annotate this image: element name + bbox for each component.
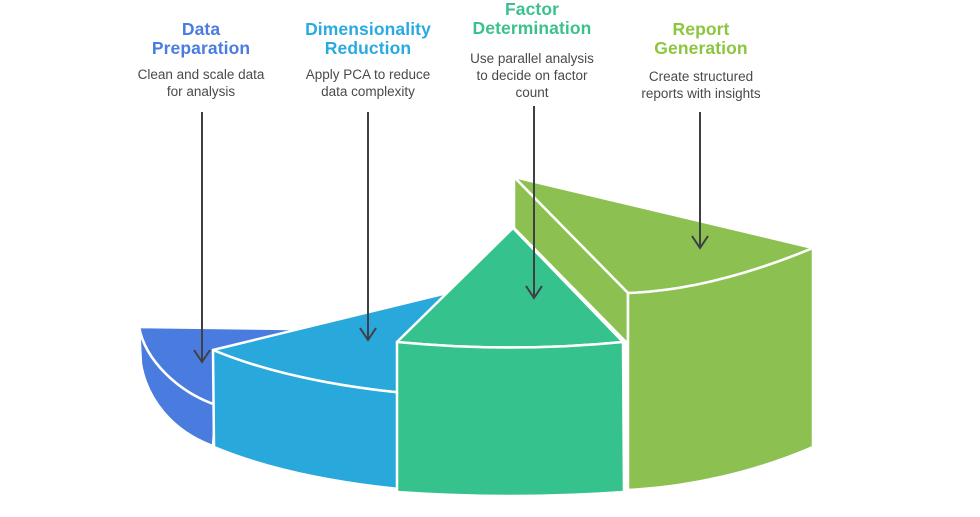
arrow-data-preparation: [193, 112, 211, 364]
step-title-dimensionality-reduction: Dimensionality Reduction: [305, 19, 431, 58]
step-desc-report-generation: Create structured reports with insights: [641, 69, 761, 101]
arrow-report-generation: [691, 112, 709, 250]
connector-arrows: [193, 106, 709, 364]
step-desc-dimensionality-reduction: Apply PCA to reduce data complexity: [305, 67, 431, 99]
step-dimensionality-reduction: Dimensionality Reduction: [248, 20, 488, 58]
step-title-factor-determination: Factor Determination: [472, 0, 592, 38]
step-data-preparation: Data Preparation: [81, 20, 321, 58]
step-title-report-generation: Report Generation: [654, 19, 748, 58]
arrow-factor-determination: [525, 106, 543, 300]
step-title-data-preparation: Data Preparation: [151, 19, 251, 58]
step-desc-factor-determination: Use parallel analysis to decide on facto…: [470, 51, 594, 100]
step-desc-data-preparation: Clean and scale data for analysis: [137, 67, 265, 99]
arrow-dimensionality-reduction: [359, 112, 377, 342]
wedge-factor-determination: [395, 226, 626, 498]
step-factor-determination: Factor Determination: [412, 0, 652, 38]
wedge-factor-determination-rim: [395, 340, 626, 498]
step-report-generation: Report Generation: [581, 20, 821, 58]
wedge-report-generation: [512, 175, 815, 492]
wedge-report-generation-rim: [626, 246, 815, 492]
